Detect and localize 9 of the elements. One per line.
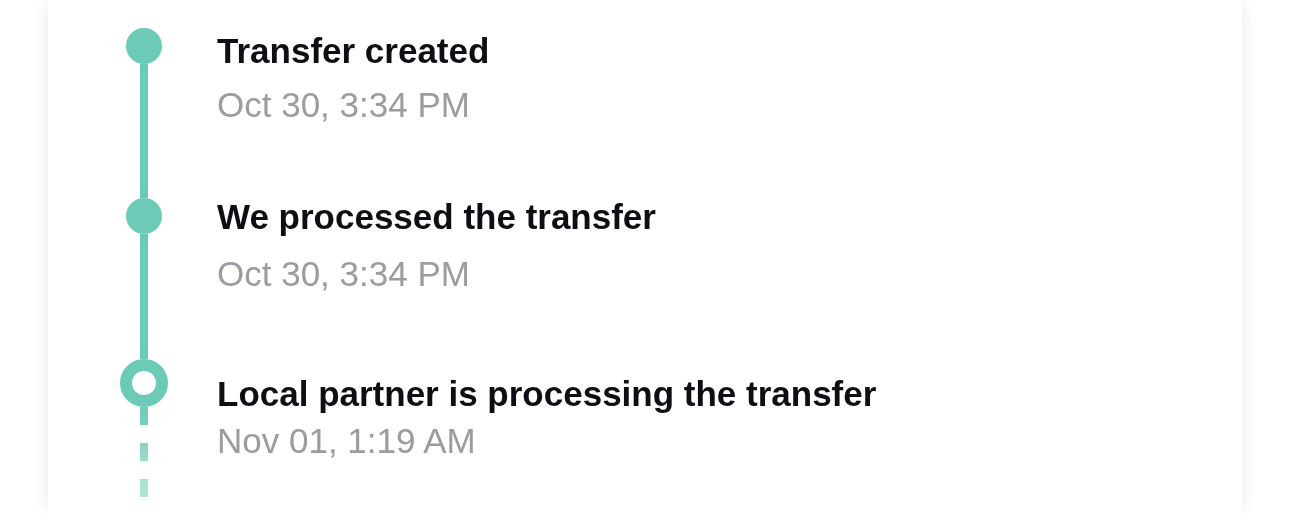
step-title: We processed the transfer	[217, 197, 656, 238]
step-title: Local partner is processing the transfer	[217, 374, 877, 415]
timestamp: Nov 01, 1:19 AM	[217, 421, 476, 462]
connector-line	[140, 64, 148, 198]
timestamp: Oct 30, 3:34 PM	[217, 254, 470, 295]
step-title: Transfer created	[217, 31, 490, 72]
dashed-connector-line	[140, 407, 148, 497]
connector-line	[140, 234, 148, 359]
timestamp: Oct 30, 3:34 PM	[217, 85, 470, 126]
